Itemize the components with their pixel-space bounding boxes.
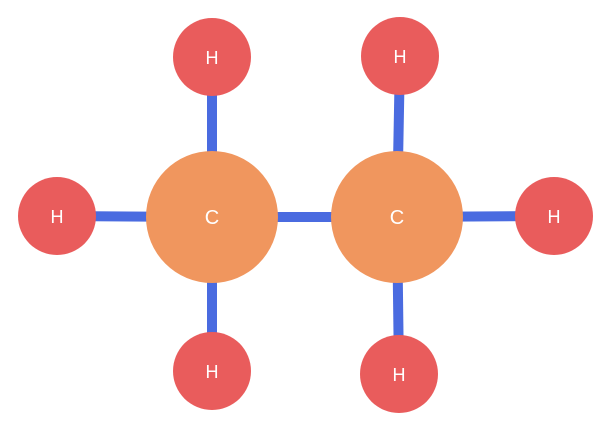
hydrogen-atom-H3: H <box>18 177 96 255</box>
carbon-atom-C1: C <box>146 151 278 283</box>
hydrogen-label: H <box>394 47 407 67</box>
hydrogen-circle <box>515 177 593 255</box>
carbon-circle <box>331 151 463 283</box>
hydrogen-circle <box>173 18 251 96</box>
hydrogen-circle <box>173 332 251 410</box>
hydrogen-atom-H1: H <box>173 18 251 96</box>
hydrogen-label: H <box>393 365 406 385</box>
hydrogen-atom-H4: H <box>515 177 593 255</box>
hydrogen-label: H <box>206 362 219 382</box>
hydrogen-label: H <box>206 48 219 68</box>
carbon-atom-C2: C <box>331 151 463 283</box>
hydrogen-label: H <box>548 207 561 227</box>
hydrogen-label: H <box>51 207 64 227</box>
hydrogen-atom-H6: H <box>360 335 438 413</box>
hydrogen-atom-H5: H <box>173 332 251 410</box>
carbon-circle <box>146 151 278 283</box>
hydrogen-circle <box>361 17 439 95</box>
hydrogen-circle <box>18 177 96 255</box>
hydrogen-circle <box>360 335 438 413</box>
hydrogen-atom-H2: H <box>361 17 439 95</box>
carbon-label: C <box>205 207 219 229</box>
carbon-label: C <box>390 207 404 229</box>
